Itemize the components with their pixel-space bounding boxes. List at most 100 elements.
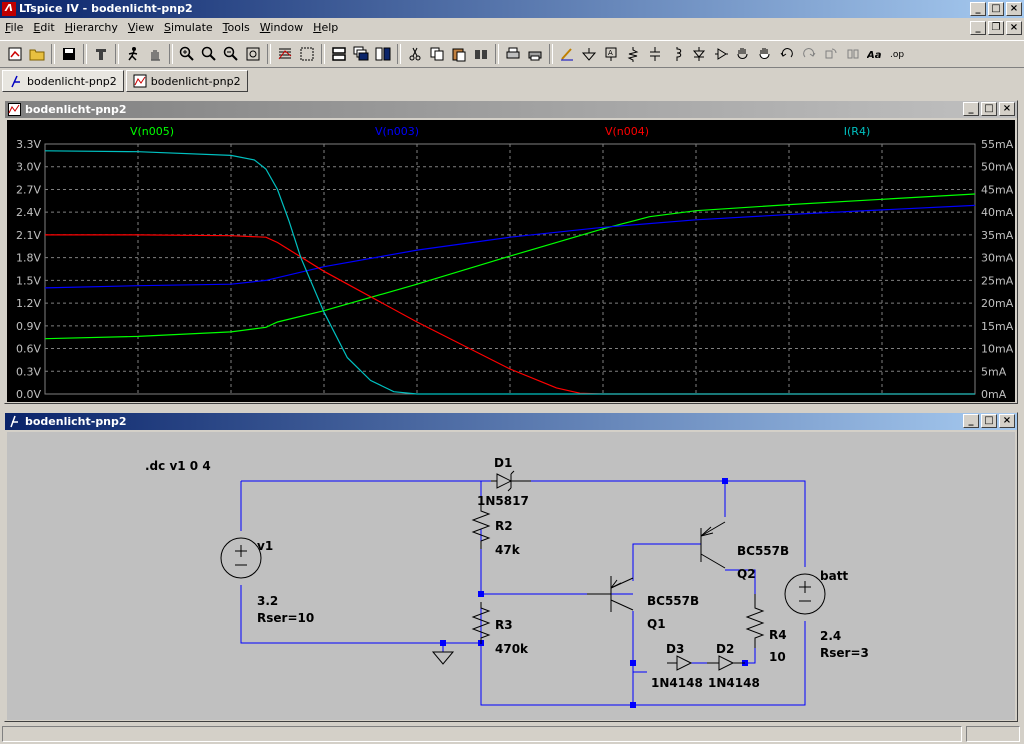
svg-text:.op: .op	[890, 50, 904, 60]
undo-icon[interactable]	[776, 43, 798, 65]
x-tick-label: 2.8V	[683, 400, 708, 402]
mdi-restore-button[interactable]: ❐	[988, 21, 1004, 35]
menu-help[interactable]: Help	[313, 21, 339, 34]
tile-horizontal-icon[interactable]	[328, 43, 350, 65]
minimize-button[interactable]: _	[963, 102, 979, 116]
close-button[interactable]: ×	[999, 414, 1015, 428]
zoom-fit-icon[interactable]	[242, 43, 264, 65]
waveform-chart[interactable]: 0.0V0.4V0.8V1.2V1.6V2.0V2.4V2.8V3.2V3.6V…	[7, 120, 1015, 413]
mdi-minimize-button[interactable]: _	[970, 21, 986, 35]
app-window-controls: _ □ ×	[968, 2, 1022, 16]
move-icon[interactable]	[732, 43, 754, 65]
new-schematic-icon[interactable]	[4, 43, 26, 65]
transistor-q2	[700, 521, 726, 569]
control-panel-icon[interactable]	[90, 43, 112, 65]
v1-name: v1	[257, 539, 273, 553]
y-left-tick-label: 1.5V	[16, 274, 41, 287]
d2-name: D2	[716, 642, 734, 656]
toolbar-separator	[51, 44, 55, 64]
maximize-button[interactable]: □	[981, 414, 997, 428]
inductor-icon[interactable]	[666, 43, 688, 65]
menu-hierarchy[interactable]: Hierarchy	[64, 21, 118, 34]
minimize-button[interactable]: _	[970, 2, 986, 16]
mirror-icon[interactable]	[842, 43, 864, 65]
drag-icon[interactable]	[754, 43, 776, 65]
print-icon[interactable]	[524, 43, 546, 65]
waveform-window: bodenlicht-pnp2 _ □ × 0.0V0.4V0.8V1.2V1.…	[4, 100, 1018, 413]
maximize-button[interactable]: □	[981, 102, 997, 116]
save-icon[interactable]	[58, 43, 80, 65]
svg-text:A: A	[608, 49, 613, 57]
toolbar-separator	[267, 44, 271, 64]
y-right-tick-label: 10mA	[981, 343, 1014, 356]
halt-icon[interactable]	[144, 43, 166, 65]
y-left-tick-label: 0.3V	[16, 365, 41, 378]
minimize-button[interactable]: _	[963, 414, 979, 428]
v1-param: Rser=10	[257, 611, 314, 625]
copy-icon[interactable]	[426, 43, 448, 65]
waveform-plot-area[interactable]: 0.0V0.4V0.8V1.2V1.6V2.0V2.4V2.8V3.2V3.6V…	[7, 120, 1015, 413]
y-left-tick-label: 1.2V	[16, 297, 41, 310]
toolbar-separator	[321, 44, 325, 64]
tab-waveform[interactable]: bodenlicht-pnp2	[125, 70, 248, 92]
print-preview-icon[interactable]	[502, 43, 524, 65]
schematic-canvas[interactable]: .dc v1 0 4 v1 3.2 Rser=10 batt 2.4 Rser=…	[7, 432, 1015, 720]
r4-value: 10	[769, 650, 786, 664]
find-icon[interactable]	[470, 43, 492, 65]
menu-file[interactable]: File	[5, 21, 24, 34]
menu-window[interactable]: Window	[259, 21, 304, 34]
paste-icon[interactable]	[448, 43, 470, 65]
diode-d2	[707, 655, 745, 671]
grid-icon[interactable]	[296, 43, 318, 65]
tile-vertical-icon[interactable]	[372, 43, 394, 65]
capacitor-icon[interactable]	[644, 43, 666, 65]
app-titlebar: Λ LTspice IV - bodenlicht-pnp2 _ □ ×	[0, 0, 1024, 18]
redo-icon[interactable]	[798, 43, 820, 65]
toolbar-separator	[115, 44, 119, 64]
toolbar: A Aa .op	[0, 40, 1024, 68]
y-left-tick-label: 3.0V	[16, 161, 41, 174]
transistor-q1	[587, 576, 634, 612]
component-icon[interactable]	[710, 43, 732, 65]
y-right-tick-label: 35mA	[981, 229, 1014, 242]
schematic-drawing[interactable]: .dc v1 0 4 v1 3.2 Rser=10 batt 2.4 Rser=…	[7, 432, 1015, 720]
autorange-icon[interactable]	[274, 43, 296, 65]
resistor-icon[interactable]	[622, 43, 644, 65]
mdi-close-button[interactable]: ×	[1006, 21, 1022, 35]
y-right-tick-label: 20mA	[981, 297, 1014, 310]
draw-wire-icon[interactable]	[556, 43, 578, 65]
spice-directive-icon[interactable]: .op	[886, 43, 908, 65]
menu-edit[interactable]: Edit	[33, 21, 55, 34]
diode-icon[interactable]	[688, 43, 710, 65]
sim-directive: .dc v1 0 4	[145, 459, 211, 473]
ground-icon[interactable]	[578, 43, 600, 65]
schematic-window-title: bodenlicht-pnp2	[25, 415, 127, 428]
waveform-window-titlebar[interactable]: bodenlicht-pnp2 _ □ ×	[5, 101, 1017, 118]
q2-emitter-arrow	[700, 526, 714, 537]
maximize-button[interactable]: □	[988, 2, 1004, 16]
rotate-icon[interactable]	[820, 43, 842, 65]
open-icon[interactable]	[26, 43, 48, 65]
y-left-tick-label: 1.8V	[16, 252, 41, 265]
q1-emitter-arrow	[610, 579, 622, 589]
schematic-window-titlebar[interactable]: bodenlicht-pnp2 _ □ ×	[5, 413, 1017, 430]
voltage-source-batt	[784, 573, 826, 615]
close-button[interactable]: ×	[1006, 2, 1022, 16]
toolbar-separator	[397, 44, 401, 64]
tab-label: bodenlicht-pnp2	[150, 74, 241, 88]
pan-icon[interactable]	[198, 43, 220, 65]
zoom-out-icon[interactable]	[220, 43, 242, 65]
tab-schematic[interactable]: bodenlicht-pnp2	[2, 70, 124, 92]
r4-name: R4	[769, 628, 787, 642]
schematic-icon	[11, 75, 20, 88]
zoom-in-icon[interactable]	[176, 43, 198, 65]
cascade-icon[interactable]	[350, 43, 372, 65]
label-net-icon[interactable]: A	[600, 43, 622, 65]
close-button[interactable]: ×	[999, 102, 1015, 116]
menu-simulate[interactable]: Simulate	[164, 21, 213, 34]
run-icon[interactable]	[122, 43, 144, 65]
menu-tools[interactable]: Tools	[222, 21, 250, 34]
menu-view[interactable]: View	[127, 21, 155, 34]
text-icon[interactable]: Aa	[864, 43, 886, 65]
cut-icon[interactable]	[404, 43, 426, 65]
